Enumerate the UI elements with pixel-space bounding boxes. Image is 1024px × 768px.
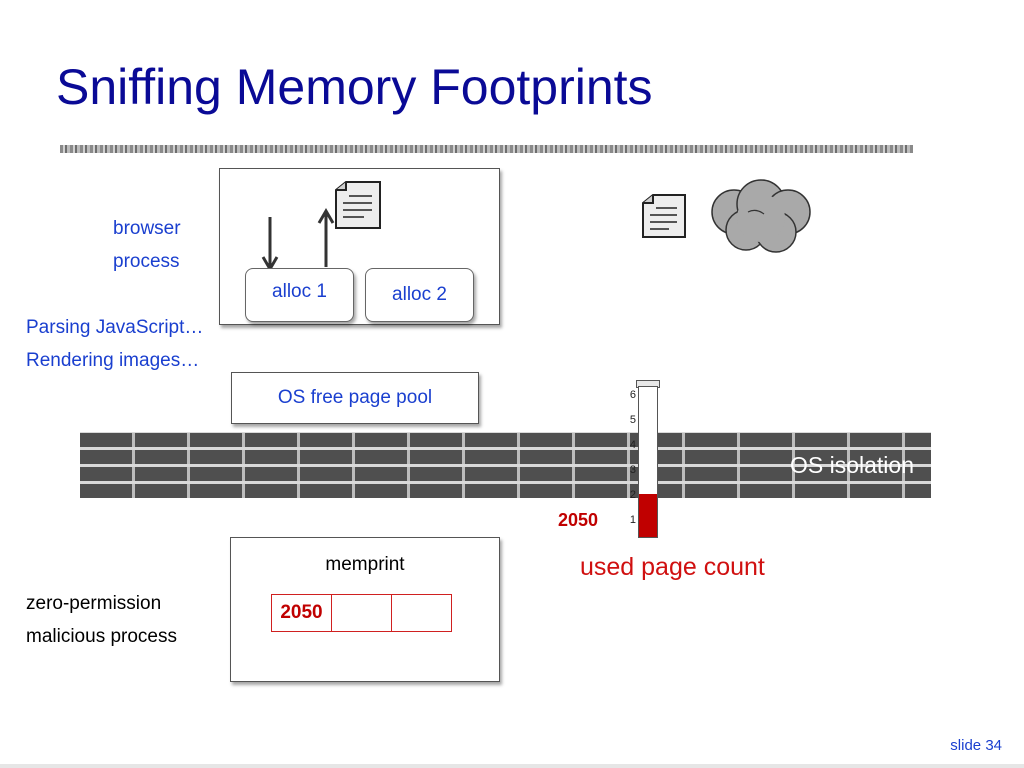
- gauge-tick: 2: [629, 489, 636, 501]
- activity-line1: Parsing JavaScript…: [26, 317, 204, 338]
- memprint-cell-value: 2050: [271, 594, 332, 632]
- activity-line2: Rendering images…: [26, 350, 200, 371]
- os-isolation-label: OS isolation: [789, 452, 914, 478]
- document-icon-right: [642, 194, 686, 238]
- gauge-value: 2050: [558, 510, 599, 530]
- browser-label-line2: process: [113, 251, 180, 272]
- gauge-tick: 5: [629, 414, 636, 426]
- gauge-tick: 4: [629, 439, 636, 451]
- gauge-tick: 6: [629, 389, 636, 401]
- slide-number: slide 34: [950, 737, 1002, 754]
- alloc-2-block: alloc 2: [365, 268, 474, 322]
- memprint-cell-empty: [391, 594, 452, 632]
- gauge-tube: [638, 386, 658, 538]
- cloud-icon: [711, 179, 811, 253]
- attacker-label-line2: malicious process: [26, 626, 177, 647]
- attacker-label-line1: zero-permission: [26, 593, 162, 614]
- gauge-fill: [639, 493, 657, 537]
- alloc-arrows: [261, 208, 335, 272]
- os-free-page-pool: OS free page pool: [231, 372, 479, 424]
- memprint-cell-empty: [331, 594, 392, 632]
- footer-bar: [0, 764, 1024, 768]
- alloc-1-block: alloc 1: [245, 268, 354, 322]
- gauge-scale: 6 5 4 3 2 1: [624, 383, 636, 533]
- gauge-tick: 3: [629, 464, 636, 476]
- memprint-title: memprint: [325, 554, 405, 575]
- arrow-up-icon: [317, 208, 335, 267]
- page-count-gauge: 6 5 4 3 2 1: [622, 380, 666, 538]
- memprint-box: memprint 2050: [230, 537, 500, 682]
- arrow-down-icon: [261, 217, 279, 272]
- title-divider: [60, 145, 913, 153]
- gauge-caption: used page count: [580, 553, 765, 581]
- document-icon: [335, 181, 381, 229]
- browser-label-line1: browser: [113, 218, 181, 239]
- os-isolation-wall: [80, 432, 931, 498]
- page-title: Sniffing Memory Footprints: [56, 59, 653, 115]
- gauge-tick: 1: [629, 514, 636, 526]
